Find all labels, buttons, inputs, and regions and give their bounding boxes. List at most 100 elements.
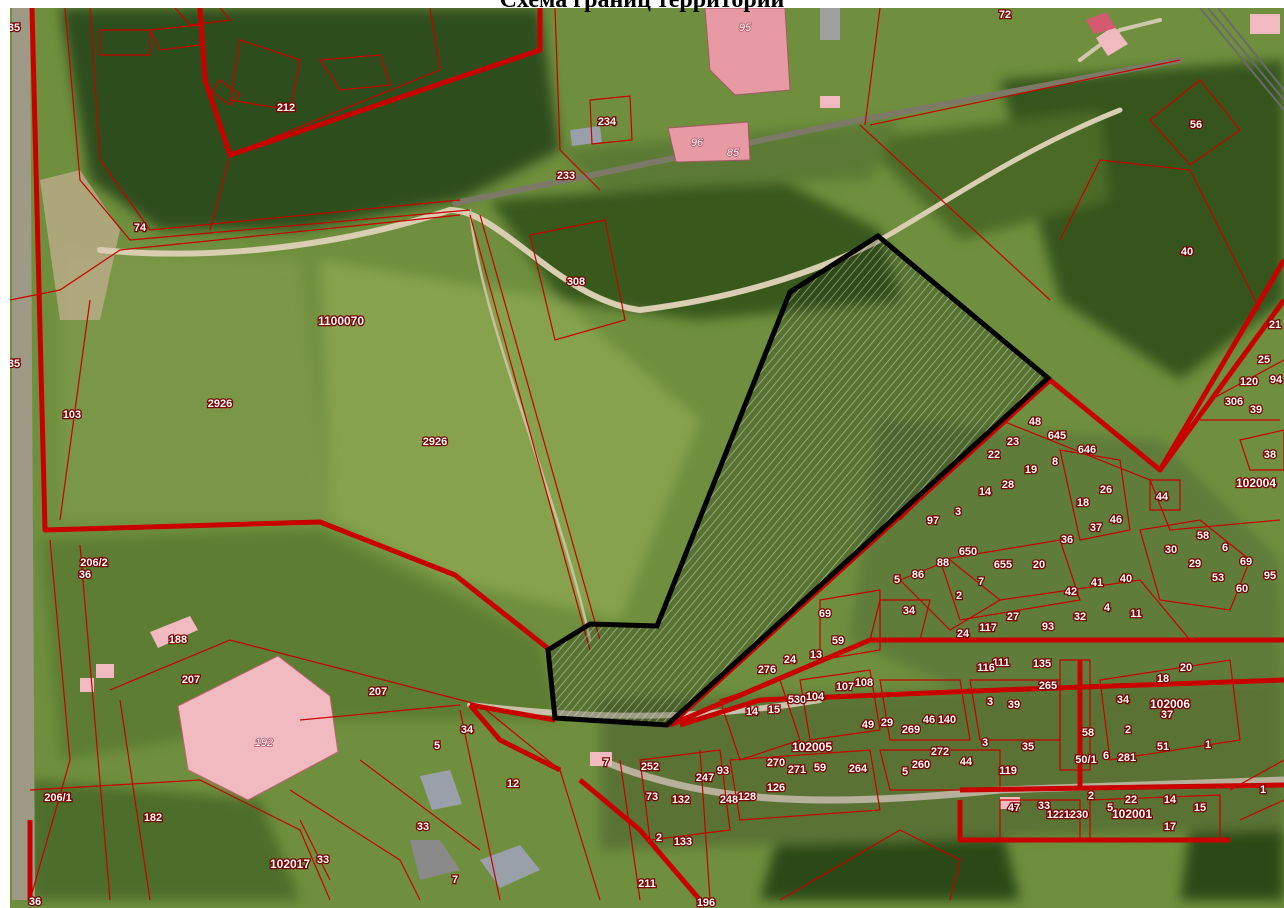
parcel-label: 102004 [1236, 476, 1276, 490]
parcel-label: 59 [832, 635, 844, 647]
parcel-label: 3 [987, 696, 993, 708]
parcel-label: 69 [819, 608, 831, 620]
parcel-label: 3 [982, 737, 988, 749]
parcel-label: 53 [1212, 572, 1224, 584]
parcel-label: 116 [977, 662, 995, 674]
building-95 [704, 8, 791, 96]
parcel-label: 264 [849, 763, 868, 775]
parcel-label: 94 [1270, 374, 1283, 386]
parcel-label: 93 [1042, 621, 1054, 633]
parcel-label: 29 [881, 717, 893, 729]
parcel-label: 5 [1107, 802, 1113, 814]
railway [1199, 8, 1284, 111]
parcel-label: 73 [646, 791, 658, 803]
parcel-label: 33 [417, 821, 429, 833]
parcel-label: 269 [902, 724, 920, 736]
parcel-label: 2926 [423, 436, 447, 448]
building-188 [150, 616, 198, 648]
parcel-label: 14 [746, 706, 759, 718]
parcel-label: 15 [1194, 802, 1206, 814]
parcel-label: 97 [927, 515, 939, 527]
parcel-label: 44 [960, 756, 973, 768]
parcel-label: 120 [1240, 376, 1258, 388]
parcel-label: 58 [1197, 530, 1209, 542]
parcel-label: 102001 [1112, 807, 1152, 821]
parcel-label: 6 [1103, 750, 1109, 762]
map-canvas[interactable]: 3521295722349685562337430840110007035103… [10, 8, 1284, 908]
parcel-label: 32 [1074, 611, 1086, 623]
parcel-label: 2 [656, 832, 662, 844]
parcel-label: 36 [79, 569, 91, 581]
parcel-label: 7 [978, 576, 984, 588]
parcel-label: 14 [979, 486, 992, 498]
parcel-label: 211 [638, 878, 656, 890]
target-territory[interactable] [545, 232, 1052, 728]
parcel-label: 39 [1250, 404, 1262, 416]
parcel-label: 12 [507, 778, 519, 790]
parcel-label: 271 [788, 764, 806, 776]
parcel-label: 15 [768, 704, 780, 716]
parcel-label: 111 [992, 657, 1009, 669]
parcel-label: 207 [182, 674, 200, 686]
parcel-label: 33 [317, 854, 329, 866]
building-192 [177, 655, 339, 801]
parcel-label: 41 [1091, 577, 1103, 589]
parcel-label: 69 [1240, 556, 1252, 568]
parcel-label: 133 [674, 836, 692, 848]
roads [97, 18, 1284, 804]
parcel-label: 34 [1117, 694, 1130, 706]
parcel-label: 1230 [1064, 809, 1088, 821]
parcel-label: 22 [1125, 794, 1137, 806]
parcel-label: 13 [810, 649, 822, 661]
parcel-label: 36 [1061, 534, 1073, 546]
parcel-label: 3 [955, 506, 961, 518]
parcel-label: 14 [1164, 794, 1177, 806]
parcel-label: 27 [1007, 611, 1019, 623]
parcel-label: 206/1 [44, 792, 72, 804]
parcel-label: 2 [956, 590, 962, 602]
parcel-label: 95 [1264, 570, 1276, 582]
parcel-label: 2926 [208, 398, 232, 410]
parcel-label: 17 [1164, 821, 1176, 833]
parcel-label: 86 [912, 569, 924, 581]
parcel-label: 46 [1110, 514, 1122, 526]
parcel-label: 25 [1258, 354, 1270, 366]
parcel-label: 308 [567, 276, 585, 288]
parcel-label: 182 [144, 812, 162, 824]
parcel-label: 306 [1225, 396, 1243, 408]
parcel-label: 272 [931, 746, 949, 758]
parcel-label: 40 [1120, 573, 1132, 585]
parcel-label: 88 [937, 557, 949, 569]
parcel-label: 35 [10, 22, 20, 34]
parcel-label: 8 [1052, 456, 1058, 468]
parcel-label: 72 [999, 9, 1011, 21]
parcel-label: 281 [1118, 752, 1136, 764]
parcel-label: 21 [1269, 319, 1281, 331]
cadastral-thin-lines [10, 8, 1284, 901]
parcel-label: 108 [855, 677, 873, 689]
parcel-label: 34 [903, 605, 916, 617]
parcel-label: 7 [452, 874, 458, 886]
parcel-label: 18 [1077, 497, 1089, 509]
parcel-label: 44 [1156, 491, 1169, 503]
parcel-label: 107 [836, 681, 854, 693]
parcel-label: 188 [169, 634, 187, 646]
parcel-label: 85 [727, 147, 740, 159]
map-title: Схема границ территории [499, 0, 785, 13]
parcel-label: 655 [994, 559, 1012, 571]
parcel-label: 36 [29, 896, 41, 908]
parcel-label: 93 [717, 765, 729, 777]
parcel-label: 29 [1189, 558, 1201, 570]
parcel-label: 2 [1125, 724, 1131, 736]
parcel-label: 37 [1161, 709, 1173, 721]
parcel-label: 35 [10, 358, 20, 370]
parcel-label: 212 [277, 102, 295, 114]
parcel-label: 270 [767, 757, 785, 769]
parcel-label: 47 [1008, 802, 1020, 814]
parcel-label: 2 [1088, 790, 1094, 802]
parcel-label: 96 [691, 137, 704, 149]
parcel-label: 46 [923, 714, 935, 726]
parcel-label: 5 [894, 574, 900, 586]
parcel-label: 28 [1002, 479, 1014, 491]
